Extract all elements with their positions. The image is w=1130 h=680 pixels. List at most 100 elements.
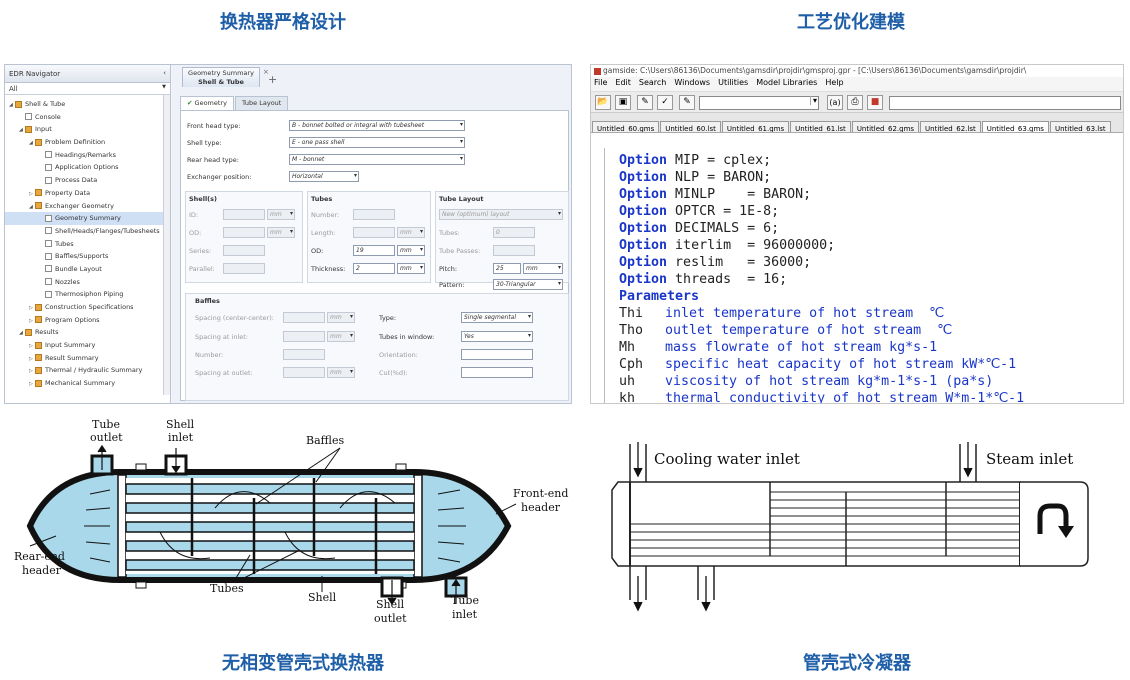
tree-item[interactable]: ▷Mechanical Summary [5, 377, 170, 390]
shell-series-field[interactable] [223, 245, 265, 256]
expanded-icon[interactable]: ◢ [9, 102, 13, 108]
tubes-number-field[interactable] [353, 209, 395, 220]
tree-item[interactable]: ▷Program Options [5, 314, 170, 327]
shell-od-unit[interactable]: mm▾ [267, 227, 295, 238]
baffle-type-select[interactable]: Single segmental▾ [461, 312, 533, 323]
tree-item[interactable]: ◢Shell & Tube [5, 98, 170, 111]
tree-item[interactable]: Application Options [5, 161, 170, 174]
tree-item[interactable]: Headings/Remarks [5, 149, 170, 162]
shell-od-field[interactable] [223, 227, 265, 238]
tree-item[interactable]: ◢Input [5, 123, 170, 136]
tree-item[interactable]: ▷Construction Specifications [5, 301, 170, 314]
shell-id-field[interactable] [223, 209, 265, 220]
tree-item[interactable]: Baffles/Supports [5, 250, 170, 263]
tubes-od-field[interactable]: 19 [353, 245, 395, 256]
tree-item[interactable]: ◢Problem Definition [5, 136, 170, 149]
tree-item[interactable]: ▷Thermal / Hydraulic Summary [5, 364, 170, 377]
menu-item[interactable]: Windows [674, 78, 711, 87]
print-icon[interactable]: ⎙ [847, 95, 863, 110]
run-icon[interactable]: ✓ [657, 95, 673, 110]
open-folder-icon[interactable]: 📂 [595, 95, 611, 110]
tubes-thickness-field[interactable]: 2 [353, 263, 395, 274]
tree-item[interactable]: Console [5, 111, 170, 124]
tab-tube-layout[interactable]: Tube Layout [234, 96, 289, 110]
menu-item[interactable]: Utilities [718, 78, 749, 87]
expanded-icon[interactable]: ◢ [19, 330, 23, 337]
tree-item[interactable]: Process Data [5, 174, 170, 187]
search-input[interactable] [889, 96, 1121, 110]
file-tab[interactable]: Untitled_63.lst [1049, 121, 1111, 132]
front-head-select[interactable]: B - bonnet bolted or integral with tubes… [289, 120, 465, 131]
file-tab[interactable]: Untitled_62.lst [920, 121, 981, 132]
tube-layout-select[interactable]: New (optimum) layout▾ [439, 209, 563, 220]
navigator-scrollbar[interactable] [163, 95, 170, 395]
tree-item[interactable]: Tubes [5, 238, 170, 251]
file-tab[interactable]: Untitled_61.lst [790, 121, 851, 132]
close-icon[interactable]: × [263, 68, 269, 76]
compile-icon[interactable]: ✎ [637, 95, 653, 110]
file-tab[interactable]: Untitled_63.gms [981, 121, 1049, 132]
tree-item[interactable]: ▷Result Summary [5, 352, 170, 365]
menu-item[interactable]: Help [825, 78, 844, 87]
collapsed-icon[interactable]: ▷ [29, 355, 33, 362]
expanded-icon[interactable]: ◢ [29, 140, 33, 147]
file-tab[interactable]: Untitled_62.gms [851, 121, 920, 132]
collapsed-icon[interactable]: ▷ [29, 190, 33, 197]
shell-parallel-field[interactable] [223, 263, 265, 274]
collapsed-icon[interactable]: ▷ [29, 317, 33, 324]
baffle-spacing-cc-unit[interactable]: mm▾ [327, 312, 355, 323]
tree-item[interactable]: ▷Property Data [5, 187, 170, 200]
baffle-spacing-outlet-field[interactable] [283, 367, 325, 378]
collapsed-icon[interactable]: ▷ [29, 368, 33, 375]
tubes-od-unit[interactable]: mm▾ [397, 245, 425, 256]
tree-item[interactable]: ◢Results [5, 326, 170, 339]
baffle-number-field[interactable] [283, 349, 325, 360]
exchanger-position-select[interactable]: Horizontal▾ [289, 171, 359, 182]
tube-passes-field[interactable] [493, 245, 535, 256]
file-tab[interactable]: Untitled_60.lst [660, 121, 721, 132]
file-tab[interactable]: Untitled_61.gms [721, 121, 790, 132]
cut-field[interactable] [461, 367, 533, 378]
model-selector[interactable]: ▾ [699, 96, 819, 110]
new-tab-icon[interactable]: + [268, 73, 278, 86]
collapsed-icon[interactable]: ▷ [29, 381, 33, 388]
tab-geometry[interactable]: ✔ Geometry [180, 96, 234, 110]
file-tab[interactable]: Untitled_60.gms [592, 121, 660, 132]
menu-item[interactable]: Model Libraries [756, 78, 818, 87]
baffle-spacing-outlet-unit[interactable]: mm▾ [327, 367, 355, 378]
orientation-select[interactable] [461, 349, 533, 360]
collapse-icon[interactable]: ‹ [163, 69, 166, 77]
tree-item[interactable]: Thermosiphon Piping [5, 288, 170, 301]
baffle-spacing-cc-field[interactable] [283, 312, 325, 323]
collapsed-icon[interactable]: ▷ [29, 305, 33, 311]
pitch-unit[interactable]: mm▾ [523, 263, 563, 274]
tree-item[interactable]: Nozzles [5, 276, 170, 289]
tree-item[interactable]: ▷Input Summary [5, 339, 170, 352]
doc-tab-geometry-summary[interactable]: Geometry Summary Shell & Tube [182, 67, 260, 87]
tubes-length-unit[interactable]: mm▾ [397, 227, 425, 238]
navigator-filter[interactable]: All ▼ [5, 83, 170, 95]
baffle-spacing-inlet-unit[interactable]: mm▾ [327, 331, 355, 342]
shell-type-select[interactable]: E - one pass shell▾ [289, 137, 465, 148]
pitch-field[interactable]: 25 [493, 263, 521, 274]
baffle-spacing-inlet-field[interactable] [283, 331, 325, 342]
menu-item[interactable]: File [594, 78, 608, 87]
tree-item[interactable]: ◢Exchanger Geometry [5, 200, 170, 213]
expanded-icon[interactable]: ◢ [29, 203, 33, 210]
stop-icon[interactable]: ■ [867, 95, 883, 110]
tubes-thickness-unit[interactable]: mm▾ [397, 263, 425, 274]
tree-item[interactable]: Shell/Heads/Flanges/Tubesheets [5, 225, 170, 238]
tree-item[interactable]: Geometry Summary [5, 212, 170, 225]
expanded-icon[interactable]: ◢ [19, 127, 23, 134]
menu-item[interactable]: Search [638, 78, 667, 87]
tubes-length-field[interactable] [353, 227, 395, 238]
collapsed-icon[interactable]: ▷ [29, 343, 33, 350]
tubes-in-window-select[interactable]: Yes▾ [461, 331, 533, 342]
find-icon[interactable]: (a) [827, 95, 843, 110]
pattern-select[interactable]: 30-Triangular▾ [493, 279, 563, 290]
tree-item[interactable]: Bundle Layout [5, 263, 170, 276]
tube-layout-tubes-field[interactable]: 0 [493, 227, 535, 238]
save-icon[interactable]: ▣ [615, 95, 631, 110]
shell-id-unit[interactable]: mm▾ [267, 209, 295, 220]
menu-item[interactable]: Edit [615, 78, 631, 87]
